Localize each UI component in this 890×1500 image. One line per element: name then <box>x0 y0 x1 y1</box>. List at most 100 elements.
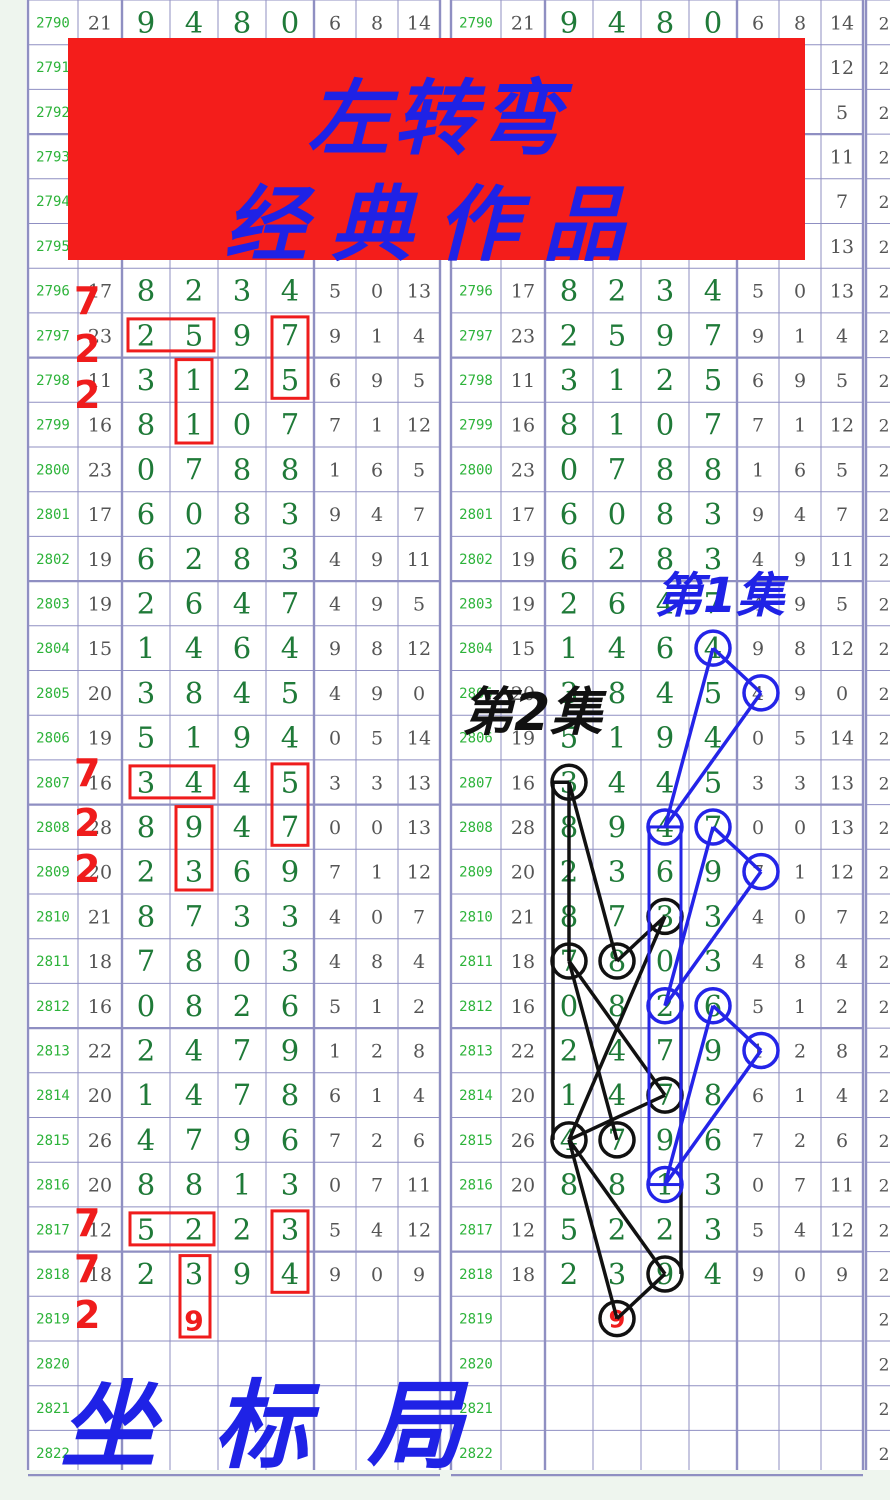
red-box-column <box>174 805 214 892</box>
sum-value: 17 <box>511 504 535 526</box>
stat-a: 9 <box>329 504 341 526</box>
draw-digit: 9 <box>656 721 674 755</box>
stat-a: 5 <box>752 281 764 303</box>
stat-a: 0 <box>752 817 764 839</box>
stat-a: 9 <box>329 325 341 347</box>
draw-digit: 9 <box>281 1033 299 1067</box>
period-number: 2800 <box>36 462 70 478</box>
stat-c: 13 <box>407 817 431 839</box>
draw-digit: 3 <box>704 1212 722 1246</box>
stat-c: 6 <box>413 1130 425 1152</box>
period-number: 2805 <box>36 686 70 702</box>
stat-c: 12 <box>830 415 854 437</box>
draw-digit: 5 <box>560 721 578 755</box>
black-link <box>567 1138 667 1275</box>
stat-b: 0 <box>794 906 806 928</box>
stat-c: 12 <box>407 415 431 437</box>
draw-digit: 9 <box>560 5 578 39</box>
period-number: 2802 <box>36 552 70 568</box>
stat-a: 4 <box>329 951 341 973</box>
draw-digit: 3 <box>704 1168 722 1202</box>
extra-col-value: 2 <box>879 14 890 34</box>
period-number: 2798 <box>459 373 493 389</box>
draw-digit: 0 <box>608 497 626 531</box>
stat-a: 0 <box>329 817 341 839</box>
blue-link <box>663 691 763 828</box>
draw-digit: 7 <box>185 452 203 486</box>
draw-digit: 4 <box>704 274 722 308</box>
red-box-pair <box>128 764 216 800</box>
stat-b: 9 <box>371 549 383 571</box>
black-link <box>567 960 619 1141</box>
stat-c: 11 <box>407 549 431 571</box>
stat-a: 4 <box>329 549 341 571</box>
stat-b: 2 <box>794 1040 806 1062</box>
draw-digit: 8 <box>560 274 578 308</box>
draw-digit: 5 <box>137 1212 155 1246</box>
stat-a: 9 <box>752 1264 764 1286</box>
annotation-3b: 7 <box>74 1247 101 1291</box>
sum-value: 11 <box>88 370 112 392</box>
extra-col-value: 2 <box>879 774 890 794</box>
draw-digit: 2 <box>137 586 155 620</box>
stat-b: 7 <box>371 1175 383 1197</box>
draw-digit: 7 <box>233 1078 251 1112</box>
draw-digit: 4 <box>185 1033 203 1067</box>
stat-a: 6 <box>329 370 341 392</box>
sum-value: 15 <box>511 638 535 660</box>
sum-value: 26 <box>511 1130 535 1152</box>
stat-c: 4 <box>413 325 425 347</box>
period-number: 2819 <box>459 1312 493 1328</box>
stat-c: 12 <box>407 638 431 660</box>
draw-digit: 3 <box>281 542 299 576</box>
stat-a: 4 <box>752 549 764 571</box>
period-number: 2812 <box>36 999 70 1015</box>
black-circle <box>598 1121 636 1159</box>
sum-value: 15 <box>88 638 112 660</box>
period-number: 2822 <box>36 1446 70 1462</box>
draw-digit: 6 <box>281 1123 299 1157</box>
draw-digit: 4 <box>185 5 203 39</box>
extra-col-value: 2 <box>879 372 890 392</box>
stat-c: 7 <box>836 906 848 928</box>
stat-a: 9 <box>752 325 764 347</box>
stat-c: 9 <box>836 1264 848 1286</box>
sum-value: 21 <box>511 906 535 928</box>
extra-col-value: 2 <box>879 193 890 213</box>
draw-digit: 7 <box>656 1033 674 1067</box>
draw-digit: 4 <box>185 765 203 799</box>
stat-a: 7 <box>329 862 341 884</box>
draw-digit: 6 <box>560 542 578 576</box>
draw-digit: 9 <box>281 855 299 889</box>
red-box-right <box>270 315 310 400</box>
stat-c: 5 <box>836 459 848 481</box>
stat-c: 8 <box>413 1040 425 1062</box>
sum-value: 17 <box>88 281 112 303</box>
stat-a: 1 <box>329 459 341 481</box>
sum-value: 16 <box>511 415 535 437</box>
stat-c: 13 <box>407 772 431 794</box>
draw-digit: 2 <box>137 318 155 352</box>
sum-value: 28 <box>511 817 535 839</box>
draw-digit: 4 <box>656 676 674 710</box>
period-number: 2814 <box>459 1088 493 1104</box>
blue-circle <box>742 1031 780 1070</box>
draw-digit: 1 <box>560 1078 578 1112</box>
stat-c: 13 <box>830 281 854 303</box>
stat-a: 4 <box>752 951 764 973</box>
draw-digit: 9 <box>233 318 251 352</box>
stat-b: 1 <box>794 996 806 1018</box>
annotation-1b: 2 <box>74 327 101 371</box>
draw-digit: 8 <box>656 5 674 39</box>
stat-b: 3 <box>371 772 383 794</box>
draw-digit: 8 <box>233 5 251 39</box>
sum-value: 16 <box>88 772 112 794</box>
stat-a: 6 <box>752 370 764 392</box>
stat-a: 5 <box>752 1219 764 1241</box>
blue-link <box>663 1005 715 1186</box>
stat-b: 6 <box>371 459 383 481</box>
stat-c: 14 <box>407 12 431 34</box>
draw-digit: 9 <box>185 810 203 844</box>
draw-digit: 0 <box>233 944 251 978</box>
period-number: 2799 <box>36 418 70 434</box>
